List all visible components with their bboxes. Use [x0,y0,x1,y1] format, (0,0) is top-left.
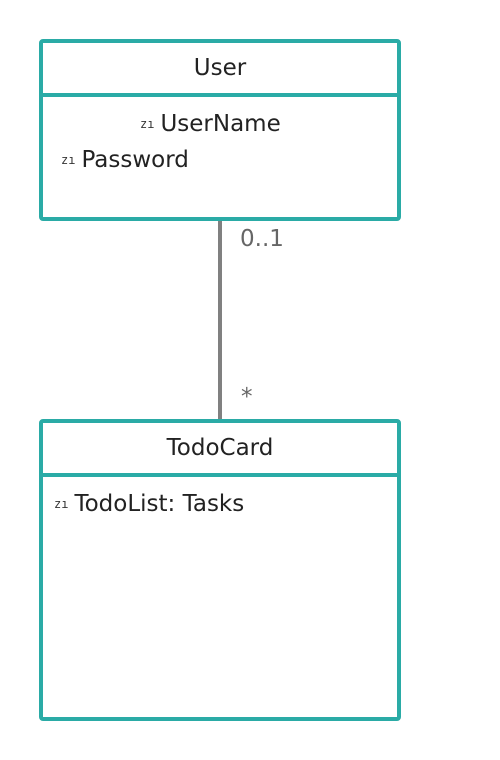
user-class-box[interactable]: User zı UserName zı Password [39,39,401,221]
attribute-label: UserName [160,111,281,137]
todocard-class-header[interactable]: TodoCard [43,423,397,477]
attribute-icon: zı [54,497,69,511]
attribute-password[interactable]: zı Password [61,147,189,173]
attribute-icon: zı [140,117,155,131]
user-class-name: User [193,55,247,81]
todocard-class-name: TodoCard [166,435,274,461]
source-multiplicity: 0..1 [240,226,284,252]
attribute-icon: zı [61,153,76,167]
attribute-label: TodoList: Tasks [74,491,245,517]
attribute-todolist[interactable]: zı TodoList: Tasks [54,491,244,517]
association-line [218,214,222,422]
user-class-header[interactable]: User [43,43,397,97]
attribute-label: Password [81,147,189,173]
todocard-class-box[interactable]: TodoCard zı TodoList: Tasks [39,419,401,721]
target-multiplicity: * [241,384,253,410]
attribute-username[interactable]: zı UserName [140,111,281,137]
